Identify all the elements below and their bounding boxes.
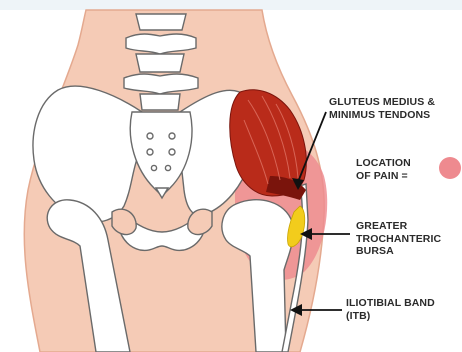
- pain-legend-swatch: [439, 157, 461, 179]
- label-bursa-line-2: TROCHANTERIC: [356, 233, 441, 246]
- label-bursa-line-3: BURSA: [356, 245, 441, 258]
- label-location-of-pain: LOCATION OF PAIN =: [356, 157, 411, 182]
- label-itb-line-1: ILIOTIBIAL BAND: [346, 297, 435, 310]
- label-gluteus-line-2: MINIMUS TENDONS: [329, 109, 435, 122]
- label-gluteus-line-1: GLUTEUS MEDIUS &: [329, 96, 435, 109]
- top-background-strip: [0, 0, 462, 10]
- label-pain-line-2: OF PAIN =: [356, 170, 411, 183]
- label-greater-trochanteric-bursa: GREATER TROCHANTERIC BURSA: [356, 220, 441, 258]
- label-gluteus-tendons: GLUTEUS MEDIUS & MINIMUS TENDONS: [329, 96, 435, 121]
- label-itb-line-2: (ITB): [346, 310, 435, 323]
- label-pain-line-1: LOCATION: [356, 157, 411, 170]
- label-iliotibial-band: ILIOTIBIAL BAND (ITB): [346, 297, 435, 322]
- label-bursa-line-1: GREATER: [356, 220, 441, 233]
